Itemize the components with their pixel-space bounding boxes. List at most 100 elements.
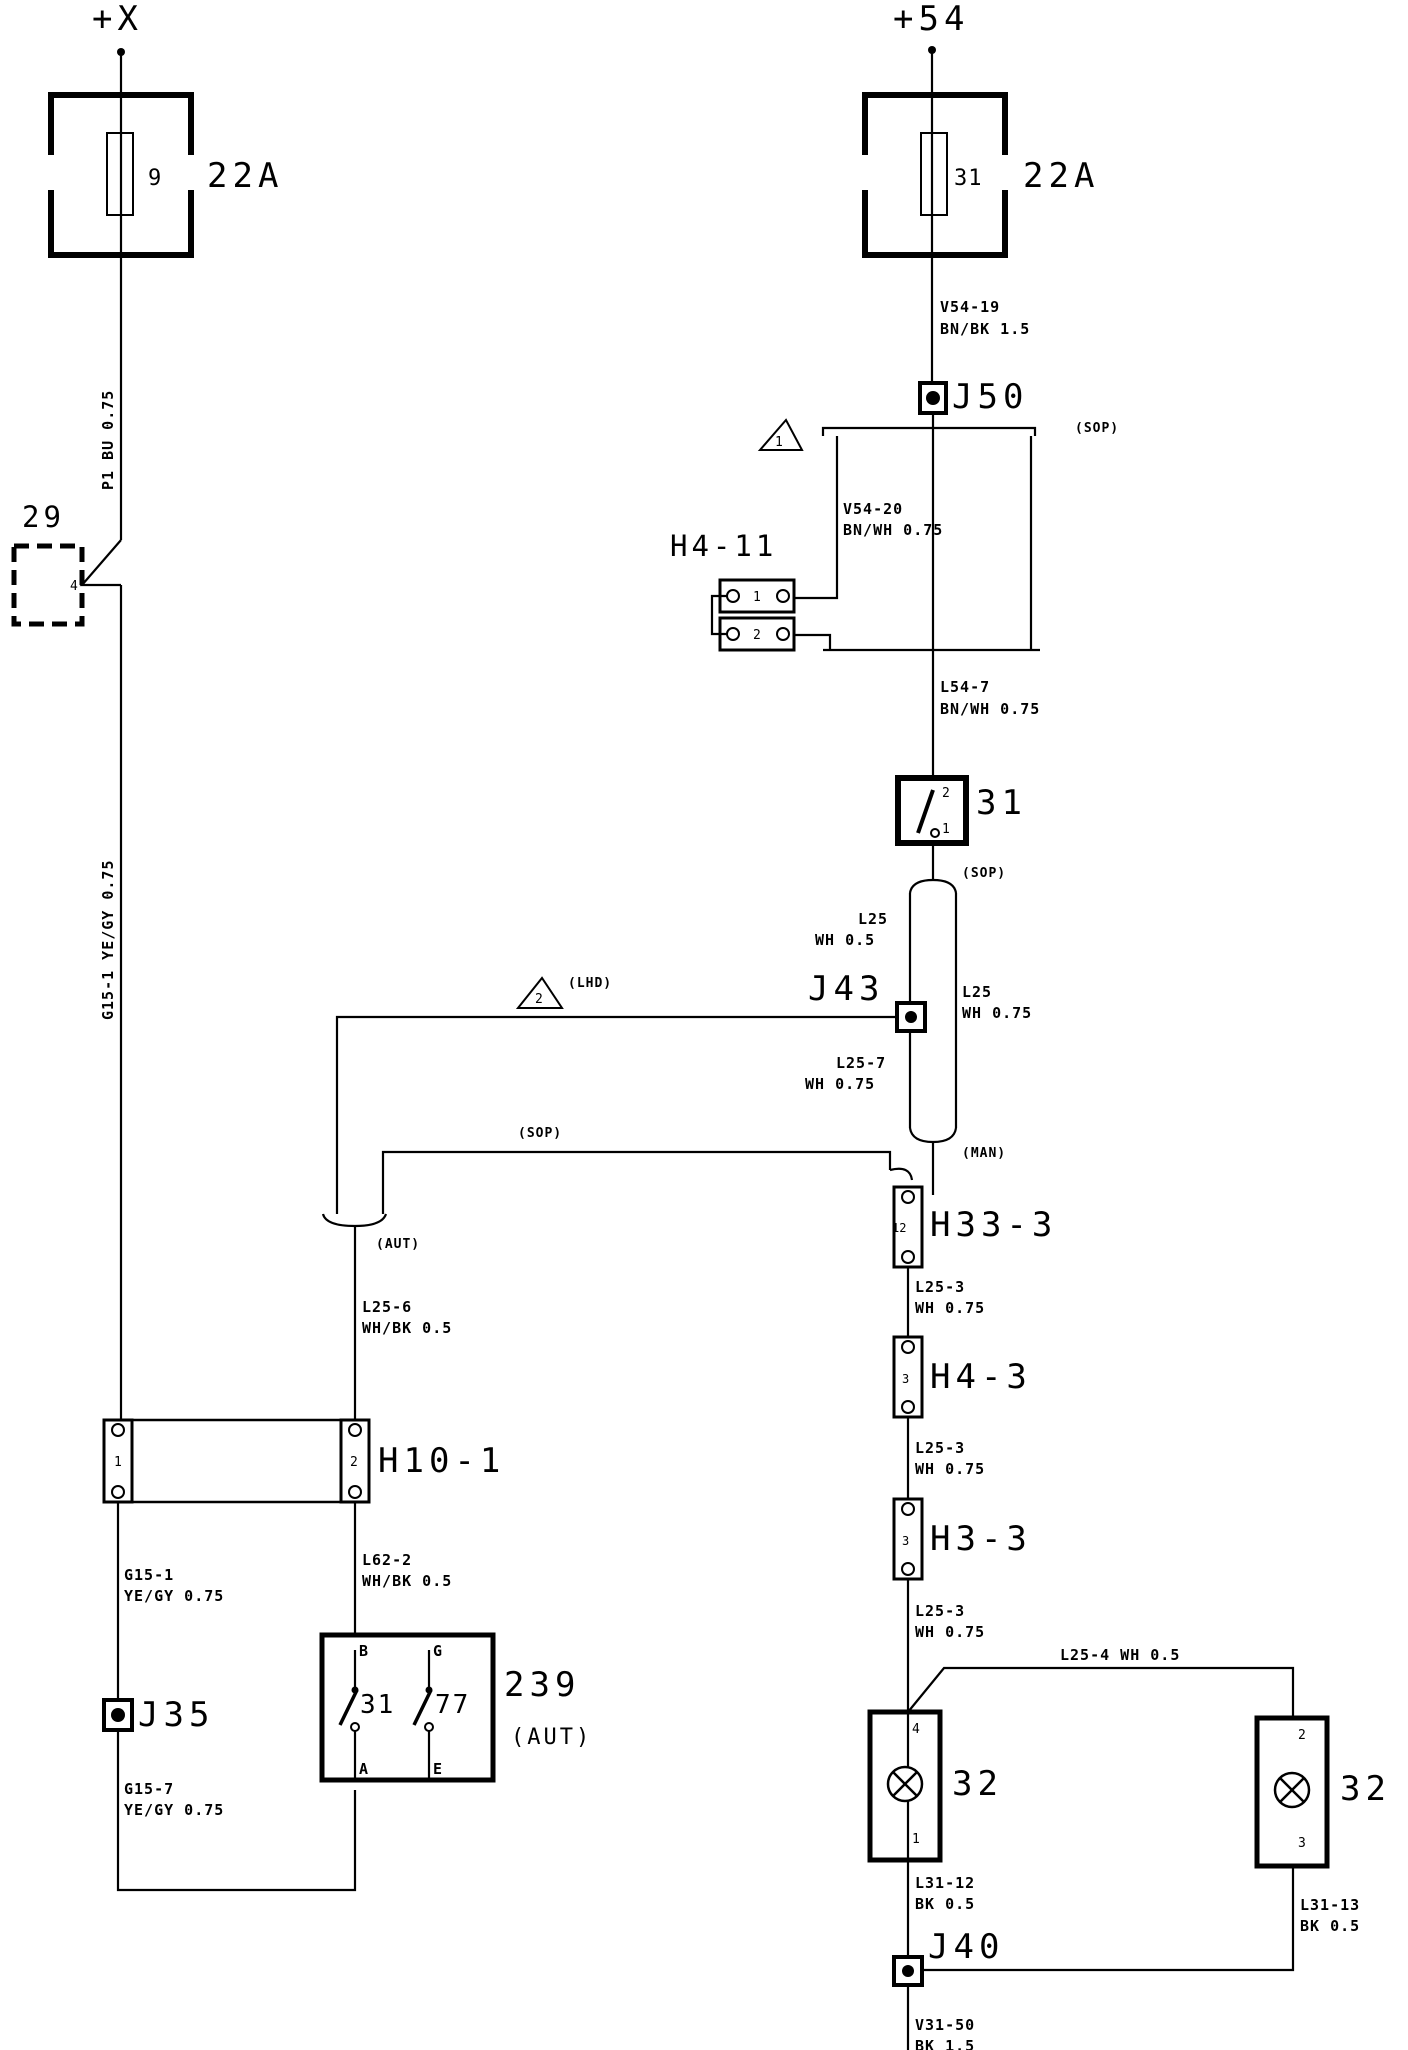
h4-3-label: H4-3 <box>930 1357 1032 1397</box>
wire-v54-19-spec: BN/BK 1.5 <box>940 320 1030 338</box>
wire-v54-20 <box>793 436 839 600</box>
wire-g15-7-spec: YE/GY 0.75 <box>124 1801 224 1819</box>
wire-l54-7-spec: BN/WH 0.75 <box>940 700 1040 718</box>
wire-l25-a-id: L25 <box>858 910 888 928</box>
sop-join-curve <box>889 1167 914 1181</box>
note-lhd: (LHD) <box>568 976 612 991</box>
wire-p1-label: P1 BU 0.75 <box>99 390 117 490</box>
j50-label: J50 <box>952 377 1028 417</box>
relay-239-pin-a: A <box>359 1760 369 1778</box>
h4-3-pin: 3 <box>902 1372 909 1386</box>
wire-g15-7-id: G15-7 <box>124 1780 174 1798</box>
fuse-left <box>46 92 196 258</box>
relay-239 <box>319 1632 496 1783</box>
h4-11-pin1: 1 <box>753 590 761 605</box>
lamp-right-pin-top: 2 <box>1298 1728 1306 1743</box>
fuse-left-box: 22A <box>207 156 283 196</box>
switch-31-pin-top: 2 <box>942 786 950 801</box>
c29-label: 29 <box>22 500 65 534</box>
wire-l25-6-spec: WH/BK 0.5 <box>362 1319 452 1337</box>
j40-dot <box>902 1965 914 1977</box>
wire-g15-1-spec: YE/GY 0.75 <box>124 1587 224 1605</box>
note-2-number: 2 <box>535 992 543 1007</box>
relay-239-contact2: 77 <box>435 1690 470 1720</box>
sop-bracket-top <box>821 426 1037 436</box>
relay-239-pin-e: E <box>433 1760 443 1778</box>
h10-1-pin1: 1 <box>114 1455 122 1470</box>
note-1-triangle <box>757 418 804 451</box>
note-man: (MAN) <box>962 1146 1006 1161</box>
wire-lhd <box>335 1015 897 1214</box>
supply-right-label: +54 <box>893 0 969 39</box>
wire-l25-4-label: L25-4 WH 0.5 <box>1060 1646 1180 1664</box>
wire-l25-b-spec: WH 0.75 <box>962 1004 1032 1022</box>
relay-239-label: 239 <box>504 1665 580 1705</box>
wire-l25-7-spec: WH 0.75 <box>805 1075 875 1093</box>
sop-branch-top <box>908 878 958 894</box>
wire-g15-1-vertical-label: G15-1 YE/GY 0.75 <box>99 860 117 1021</box>
wire-l25-3a-spec: WH 0.75 <box>915 1299 985 1317</box>
c29-pin: 4 <box>70 579 78 594</box>
wire-h4-11-pin2 <box>793 633 832 650</box>
relay-239-variant: (AUT) <box>511 1725 592 1750</box>
wire-v54-19-id: V54-19 <box>940 298 1000 316</box>
j50-dot <box>926 391 940 405</box>
wire-l25-3b-spec: WH 0.75 <box>915 1460 985 1478</box>
wire-l25-3c-spec: WH 0.75 <box>915 1623 985 1641</box>
switch-31-pin-bottom: 1 <box>942 822 950 837</box>
h33-3-pin: 12 <box>892 1221 906 1235</box>
h3-3-pin: 3 <box>902 1534 909 1548</box>
lamp-right-pin-bottom: 3 <box>1298 1836 1306 1851</box>
switch-31 <box>895 775 969 846</box>
wire-sop <box>381 1150 892 1214</box>
wire-g15-1-id: G15-1 <box>124 1566 174 1584</box>
j40-label: J40 <box>928 1927 1004 1967</box>
wire-l25-7-id: L25-7 <box>836 1054 886 1072</box>
h10-1-connector <box>102 1418 371 1504</box>
lamp-right-label: 32 <box>1340 1769 1391 1809</box>
wire-l31-12-id: L31-12 <box>915 1874 975 1892</box>
switch-31-label: 31 <box>976 783 1027 823</box>
supply-left-label: +X <box>92 0 143 39</box>
wire-l31-12-spec: BK 0.5 <box>915 1895 975 1913</box>
wire-l25-3c-id: L25-3 <box>915 1602 965 1620</box>
h10-1-pin2: 2 <box>350 1455 358 1470</box>
fuse-right <box>860 92 1010 258</box>
h4-11-pin2: 2 <box>753 628 761 643</box>
relay-239-pin-b: B <box>359 1642 369 1660</box>
wire-l25-3b-id: L25-3 <box>915 1439 965 1457</box>
wire-l25-a-spec: WH 0.5 <box>815 931 875 949</box>
aut-join <box>321 1213 388 1228</box>
wire-l62-2-id: L62-2 <box>362 1551 412 1569</box>
h4-3-connector <box>892 1335 924 1419</box>
fuse-right-number: 31 <box>954 166 983 191</box>
note-aut: (AUT) <box>376 1237 420 1252</box>
wire-l25-3a-id: L25-3 <box>915 1278 965 1296</box>
lamp-left <box>867 1709 943 1863</box>
wire-l25-4 <box>907 1666 1295 1718</box>
lamp-left-pin-bottom: 1 <box>912 1832 920 1847</box>
h4-11-label: H4-11 <box>670 529 777 563</box>
wire-g15-7 <box>116 1730 357 1892</box>
h33-3-label: H33-3 <box>930 1205 1057 1245</box>
h10-1-label: H10-1 <box>378 1441 505 1481</box>
wire-l54-7-id: L54-7 <box>940 678 990 696</box>
wire-l31-13-spec: BK 0.5 <box>1300 1917 1360 1935</box>
wire-c29-link <box>79 539 122 587</box>
j35-label: J35 <box>138 1695 214 1735</box>
wire-l25-b-id: L25 <box>962 983 992 1001</box>
wire-l25-6-id: L25-6 <box>362 1298 412 1316</box>
note-sop-wire: (SOP) <box>518 1126 562 1141</box>
wire-l31-13 <box>922 1866 1295 1972</box>
wire-l31-13-id: L31-13 <box>1300 1896 1360 1914</box>
j43-dot <box>905 1011 917 1023</box>
relay-239-contact1: 31 <box>360 1690 395 1720</box>
note-1-number: 1 <box>775 435 783 450</box>
lamp-left-pin-top: 4 <box>912 1722 920 1737</box>
h33-3-connector <box>892 1185 924 1269</box>
lamp-left-label: 32 <box>952 1764 1003 1804</box>
wire-l62-2-spec: WH/BK 0.5 <box>362 1572 452 1590</box>
h3-3-label: H3-3 <box>930 1519 1032 1559</box>
wire-v31-50-spec: BK 1.5 <box>915 2037 975 2050</box>
